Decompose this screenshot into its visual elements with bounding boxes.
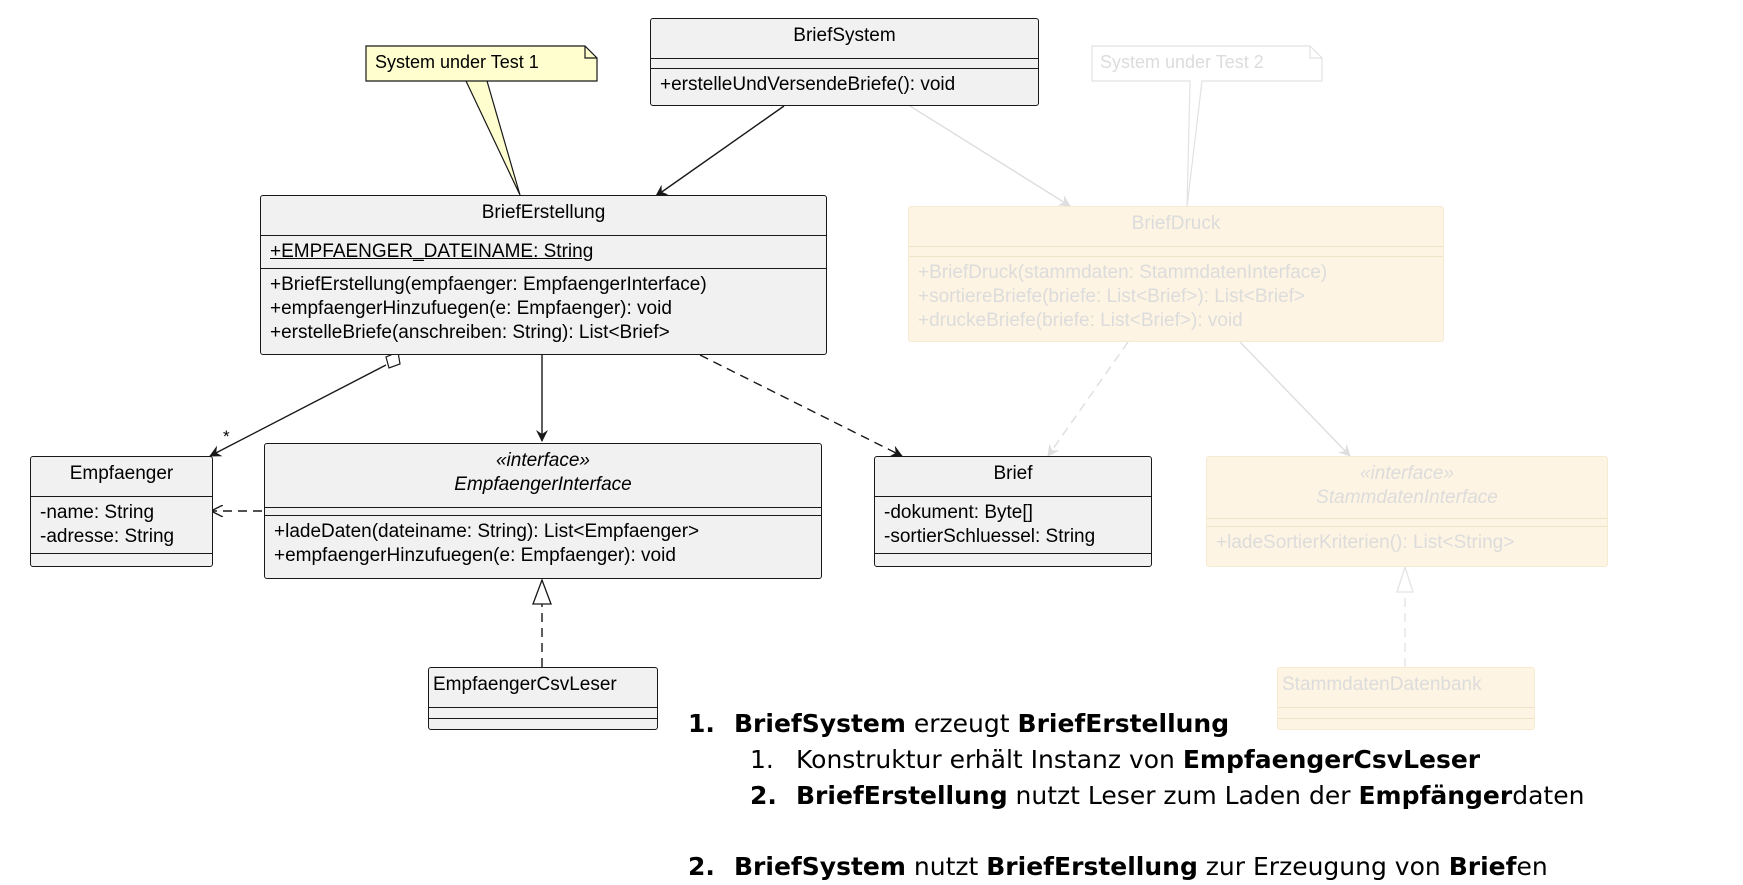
class-empfaengerinterface: «interface» EmpfaengerInterface +ladeDat… (264, 443, 822, 579)
method: +erstelleUndVersendeBriefe(): void (660, 74, 956, 95)
note-sut1-text: System under Test 1 (375, 52, 539, 72)
class-brieferstellung: BriefErstellung +EMPFAENGER_DATEINAME: S… (260, 195, 827, 355)
step-item: 1. Konstruktur erhält Instanz von Empfaen… (750, 742, 1480, 778)
class-stammdatendatenbank: StammdatenDatenbank (1277, 667, 1535, 730)
step-bold-term: BriefErstellung (796, 781, 1008, 810)
step-number: 1. (688, 709, 715, 738)
step-bold-term: EmpfaengerCsvLeser (1182, 745, 1481, 774)
stereotype: «interface» (1359, 463, 1454, 484)
aggregation-diamond-icon (385, 351, 401, 369)
method: +erstelleBriefe(anschreiben: String): Li… (270, 322, 670, 343)
step-number: 2. (688, 852, 715, 881)
step-text-segment: Konstruktur erhält Instanz von (796, 745, 1183, 774)
class-empfaenger: Empfaenger -name: String -adresse: Strin… (30, 456, 213, 567)
class-name: EmpfaengerCsvLeser (429, 668, 657, 708)
class-brief: Brief -dokument: Byte[] -sortierSchluess… (874, 456, 1152, 567)
class-name: Empfaenger (31, 457, 212, 497)
attribute: -sortierSchluessel: String (884, 526, 1096, 547)
step-text-segment: erzeugt (905, 709, 1018, 738)
method: +empfaengerHinzufuegen(e: Empfaenger): v… (274, 545, 676, 566)
step-item: 2. BriefSystem nutzt BriefErstellung zur … (688, 849, 1548, 885)
class-name: BriefErstellung (261, 196, 826, 236)
method: +ladeSortierKriterien(): List<String> (1216, 532, 1515, 553)
class-name: StammdatenInterface (1316, 487, 1498, 508)
step-text-segment: daten (1512, 781, 1585, 810)
attribute: -name: String (40, 502, 155, 523)
attribute: -dokument: Byte[] (884, 502, 1033, 523)
step-text: Konstruktur erhält Instanz von Empfaenge… (796, 745, 1480, 774)
multiplicity-label: * (223, 427, 230, 446)
step-bold-term: BriefSystem (734, 852, 906, 881)
step-bold-term: BriefErstellung (1017, 709, 1230, 738)
step-number: 1. (750, 745, 774, 774)
method: +ladeDaten(dateiname: String): List<Empf… (274, 521, 700, 542)
step-text-segment: zur Erzeugung von (1197, 852, 1449, 881)
note-sut1 (365, 45, 598, 196)
step-text-segment: nutzt (905, 852, 987, 881)
method: +BriefErstellung(empfaenger: EmpfaengerI… (270, 274, 707, 295)
step-item: 2. BriefErstellung nutzt Leser zum Laden … (750, 778, 1584, 814)
edge-briefsystem-briefdruck (909, 105, 1071, 207)
realization-triangle-icon (532, 578, 552, 605)
class-name: BriefDruck (909, 207, 1443, 247)
method: +druckeBriefe(briefe: List<Brief>): void (918, 310, 1243, 331)
realization-triangle-faded-icon (1396, 564, 1414, 593)
class-name: BriefSystem (651, 19, 1038, 59)
edge-aggregation-empfaenger (209, 364, 387, 457)
step-number: 2. (750, 781, 777, 810)
step-text: BriefSystem nutzt BriefErstellung zur Er… (734, 852, 1548, 881)
edge-briefdruck-brief (1047, 341, 1129, 457)
step-text: BriefErstellung nutzt Leser zum Laden de… (796, 781, 1584, 810)
edge-briefsystem-brieferstellung (655, 105, 785, 197)
class-stammdateninterface: «interface» StammdatenInterface +ladeSor… (1206, 456, 1608, 567)
stereotype: «interface» (495, 450, 590, 471)
class-name: EmpfaengerInterface (454, 474, 632, 495)
attribute: +EMPFAENGER_DATEINAME: String (270, 241, 594, 262)
class-name: Brief (875, 457, 1151, 497)
edge-briefdruck-stammdateninterface (1239, 341, 1351, 457)
class-briefsystem: BriefSystem +erstelleUndVersendeBriefe()… (650, 18, 1039, 106)
method: +sortiereBriefe(briefe: List<Brief>): Li… (918, 286, 1306, 307)
method: +BriefDruck(stammdaten: StammdatenInterf… (918, 262, 1328, 283)
method: +empfaengerHinzufuegen(e: Empfaenger): v… (270, 298, 672, 319)
step-text-segment: en (1516, 852, 1548, 881)
step-bold-term: Empfänger (1358, 781, 1513, 810)
step-bold-term: BriefSystem (734, 709, 906, 738)
step-bold-term: BriefErstellung (986, 852, 1198, 881)
step-text: BriefSystem erzeugt BriefErstellung (734, 709, 1229, 738)
class-empfaengercsvleser: EmpfaengerCsvLeser (428, 667, 658, 730)
attribute: -adresse: String (40, 526, 175, 547)
step-bold-term: Brief (1448, 852, 1517, 881)
note-sut2 (1091, 45, 1323, 208)
step-item: 1. BriefSystem erzeugt BriefErstellung (688, 706, 1229, 742)
edge-brieferstellung-brief (699, 354, 903, 457)
class-name: StammdatenDatenbank (1278, 668, 1534, 708)
note-sut2-text: System under Test 2 (1100, 52, 1264, 72)
step-text-segment: nutzt Leser zum Laden der (1007, 781, 1359, 810)
class-briefdruck: BriefDruck +BriefDruck(stammdaten: Stamm… (908, 206, 1444, 342)
